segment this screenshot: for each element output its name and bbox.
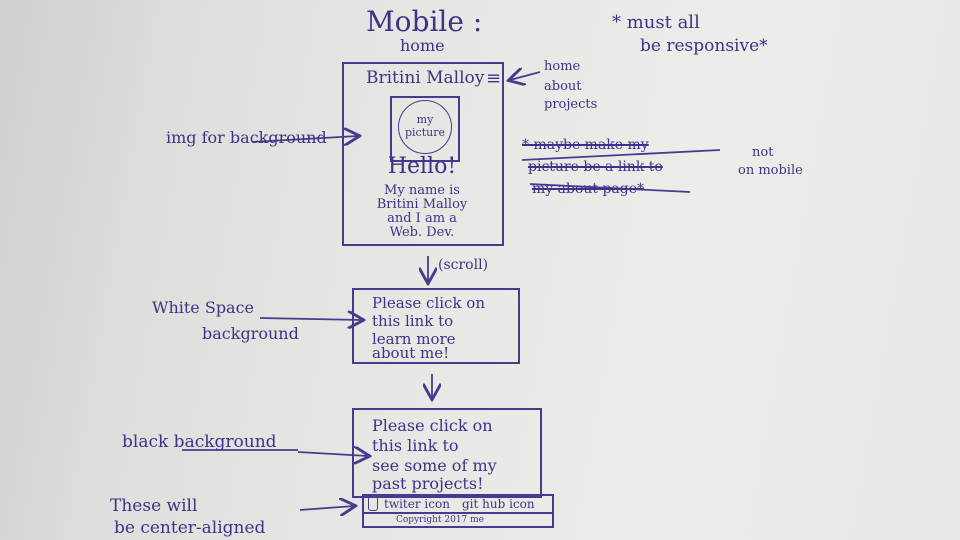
black-section-line-4: past projects! [372, 474, 484, 493]
intro-line-2: Britini Malloy [376, 197, 468, 212]
picture-square [390, 96, 460, 162]
footer-box [362, 494, 554, 528]
white-section-line-2: this link to [372, 312, 454, 330]
copyright-text: Copyright 2017 me [396, 515, 484, 525]
phone-frame [342, 62, 504, 246]
scroll-label: (scroll) [438, 257, 489, 273]
center-aligned-label-2: be center-aligned [114, 518, 266, 538]
white-section-line-3: learn more [372, 330, 456, 348]
crossed-note-line1: * maybe make my [522, 137, 649, 153]
white-section-line-4: about me! [372, 344, 450, 362]
black-background-label: black background [122, 432, 277, 452]
img-background-arrow [251, 136, 358, 142]
intro-line-1: My name is [384, 183, 460, 198]
twitter-icon[interactable] [368, 496, 378, 511]
white-section-line-1: Please click on [372, 294, 485, 312]
twitter-label: twiter icon [384, 497, 450, 511]
menu-note-projects: projects [544, 97, 598, 112]
picture-circle [398, 100, 452, 154]
hamburger-menu-icon[interactable]: ≡ [486, 68, 502, 89]
menu-note-home: home [544, 59, 581, 74]
white-background-label-2: background [202, 324, 299, 343]
crossed-note-line3: my about page* [532, 181, 645, 197]
black-section-line-1: Please click on [372, 416, 493, 435]
intro-line-3: and I am a [387, 211, 457, 226]
footer-divider [362, 512, 552, 514]
responsive-note-line2: be responsive* [640, 36, 768, 56]
black-section-line-2: this link to [372, 436, 459, 455]
greeting: Hello! [387, 154, 457, 179]
responsive-note-line1: * must all [612, 12, 700, 33]
black-background-arrow [297, 452, 368, 456]
picture-label-2: picture [405, 126, 445, 139]
crossed-note-aside-2: on mobile [738, 163, 803, 178]
brand-name: Britini Malloy [366, 68, 485, 88]
picture-label-1: my [416, 113, 434, 126]
white-background-arrow [259, 318, 362, 320]
white-section-box [352, 288, 520, 364]
page-subtitle: home [400, 36, 445, 55]
white-background-label-1: White Space [152, 298, 255, 317]
img-background-label: img for background [166, 128, 327, 147]
page-title: Mobile : [366, 5, 483, 38]
center-aligned-label-1: These will [110, 496, 198, 516]
center-aligned-arrow [299, 506, 354, 510]
intro-line-4: Web. Dev. [389, 225, 455, 240]
crossed-note-aside-1: not [752, 145, 774, 160]
crossed-note-line2: picture be a link to [528, 159, 663, 175]
menu-note-about: about [544, 79, 582, 94]
black-section-line-3: see some of my [372, 456, 497, 475]
black-section-box [352, 408, 542, 498]
menu-arrow [510, 72, 541, 80]
github-label: git hub icon [462, 497, 535, 511]
